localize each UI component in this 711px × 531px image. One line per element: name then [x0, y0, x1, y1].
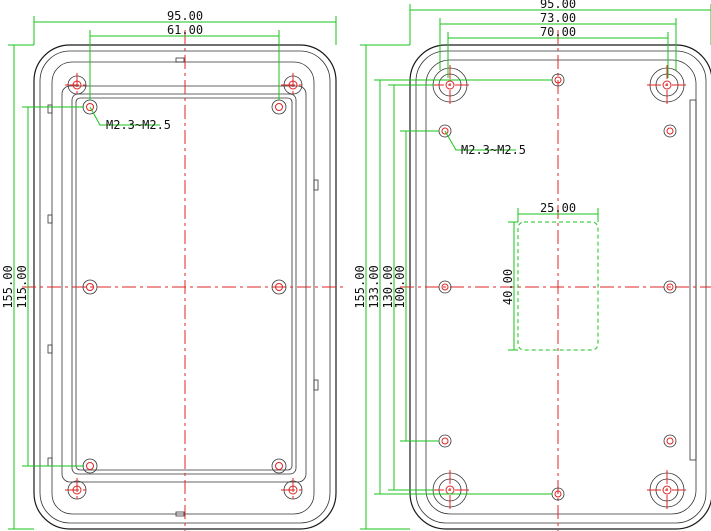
- left-dim-height-outer-label: 155.00: [1, 265, 15, 308]
- right-corner-boss: [647, 65, 687, 105]
- left-slot: [313, 179, 319, 191]
- left-slot: [47, 344, 53, 354]
- left-mounting-hole: [271, 99, 287, 115]
- right-small-hole: [438, 280, 452, 294]
- left-corner-boss: [281, 478, 305, 502]
- right-corner-boss: [647, 470, 687, 510]
- left-slot: [47, 214, 53, 224]
- left-corner-boss: [65, 478, 89, 502]
- right-dim-cutout-height-label: 40.00: [501, 269, 515, 305]
- left-mounting-hole: [271, 279, 287, 295]
- left-corner-boss: [65, 73, 89, 97]
- right-dim-height-130: 130.00: [381, 84, 434, 491]
- left-screw-note-label: M2.3~M2.5: [106, 118, 171, 132]
- left-rim-outline: [51, 61, 315, 515]
- right-dim-cutout-height: 40.00: [501, 221, 518, 351]
- left-slot: [175, 57, 185, 63]
- left-inner-floor-2: [75, 97, 293, 471]
- right-small-hole: [663, 280, 677, 294]
- right-screw-note: M2.3~M2.5: [444, 130, 526, 157]
- right-view: 95.00 73.00 70.00 155.00 133.00: [353, 0, 711, 531]
- left-dim-height-outer: 155.00: [1, 44, 34, 530]
- left-slot: [47, 457, 53, 467]
- right-dim-width-holes-label: 70.00: [540, 25, 576, 39]
- left-dim-width-outer-label: 95.00: [167, 9, 203, 23]
- left-corner-boss: [281, 73, 305, 97]
- left-dim-height-holes: 115.00: [15, 106, 84, 467]
- right-small-hole: [438, 434, 452, 448]
- right-small-hole: [663, 124, 677, 138]
- right-hidden-cutout: [517, 221, 599, 351]
- left-screw-note: M2.3~M2.5: [89, 106, 171, 132]
- left-dim-height-holes-label: 115.00: [15, 265, 29, 308]
- right-corner-boss: [430, 470, 470, 510]
- left-inner-floor: [71, 93, 297, 475]
- right-screw-note-label: M2.3~M2.5: [461, 143, 526, 157]
- right-dim-width-outer-label: 95.00: [540, 0, 576, 11]
- right-edge-slot: [689, 99, 697, 461]
- left-dim-width-holes-label: 61.00: [167, 23, 203, 37]
- right-dim-height-100: 100.00: [393, 130, 439, 442]
- right-dim-width-holes: 70.00: [447, 25, 669, 78]
- right-dim-height-100-label: 100.00: [393, 265, 407, 308]
- left-dim-width-outer: 95.00: [33, 9, 337, 45]
- left-view: 95.00 61.00 155.00 115.00 M2.3~M2.5: [1, 9, 345, 531]
- left-mounting-hole: [271, 458, 287, 474]
- right-dim-width-mid: 73.00: [439, 11, 677, 70]
- right-dim-width-outer: 95.00: [409, 0, 711, 45]
- right-dim-height-133: 133.00: [367, 79, 552, 495]
- right-dim-height-130-label: 130.00: [381, 265, 395, 308]
- right-dim-height-133-label: 133.00: [367, 265, 381, 308]
- right-small-hole: [663, 434, 677, 448]
- right-dim-width-mid-label: 73.00: [540, 11, 576, 25]
- left-mounting-hole: [82, 458, 98, 474]
- right-dim-height-outer: 155.00: [353, 44, 410, 530]
- left-inner-wall: [61, 85, 307, 483]
- left-slot: [47, 104, 53, 114]
- right-dim-cutout-width-label: 25.00: [540, 201, 576, 215]
- right-dim-cutout-width: 25.00: [517, 201, 599, 222]
- left-mounting-hole: [82, 279, 98, 295]
- left-slot: [175, 511, 185, 517]
- left-slot: [313, 379, 319, 391]
- right-corner-boss: [430, 65, 470, 105]
- left-dim-width-holes: 61.00: [89, 23, 280, 100]
- right-dim-height-outer-label: 155.00: [353, 265, 367, 308]
